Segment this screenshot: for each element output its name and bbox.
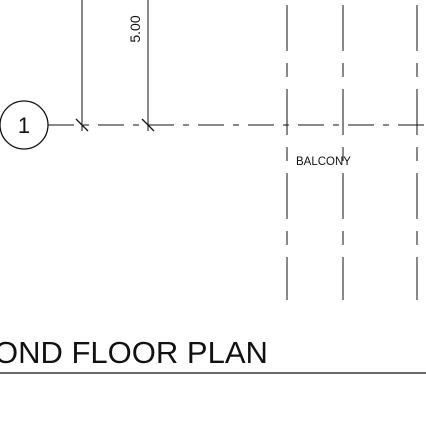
grid-bubble-label: 1 [18,113,30,138]
room-label-balcony: BALCONY [296,156,351,168]
dimension-value: 5.00 [127,15,143,42]
dimension-tick-left [75,118,89,132]
grid-bubble-1: 1 [0,100,49,150]
drawing-title: OND FLOOR PLAN [0,335,268,370]
dimension-tick-right [141,118,155,132]
